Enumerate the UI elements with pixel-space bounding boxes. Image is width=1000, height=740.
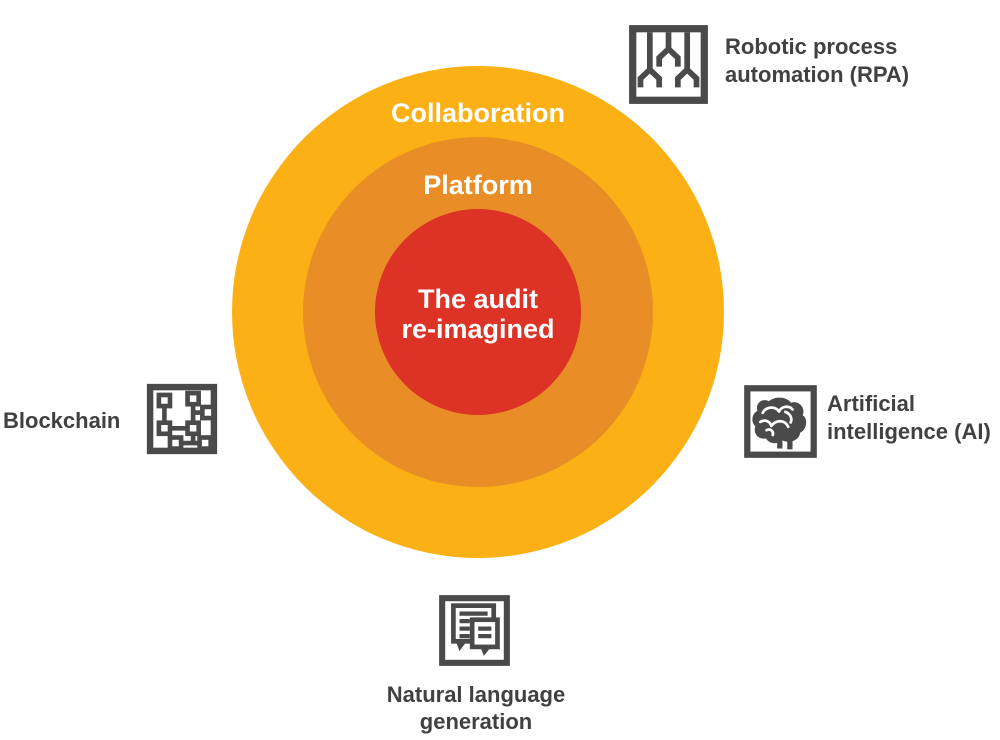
blockchain-label: Blockchain	[3, 408, 121, 433]
ai-label-line2: intelligence (AI)	[827, 419, 991, 444]
robotic-arm-icon	[627, 23, 710, 106]
core-circle	[375, 209, 581, 415]
rpa-label: Robotic process automation (RPA)	[725, 33, 909, 89]
collaboration-label: Collaboration	[391, 98, 565, 128]
nlg-label-line2: generation	[419, 709, 533, 734]
ai-label-line1: Artificial	[827, 391, 916, 416]
platform-label: Platform	[423, 170, 533, 200]
nlg-label: Natural language generation	[326, 681, 626, 735]
nlg-label-line1: Natural language	[386, 682, 566, 707]
rpa-label-line2: automation (RPA)	[725, 62, 910, 87]
core-label-line2: re-imagined	[401, 314, 555, 344]
rpa-label-line1: Robotic process	[725, 34, 898, 59]
core-label-line1: The audit	[418, 284, 538, 314]
core-label: The audit re-imagined	[350, 284, 606, 344]
blockchain-network-icon	[145, 382, 219, 456]
brain-icon	[742, 383, 819, 460]
ai-label: Artificial intelligence (AI)	[827, 390, 991, 446]
speech-bubbles-icon	[437, 593, 512, 668]
